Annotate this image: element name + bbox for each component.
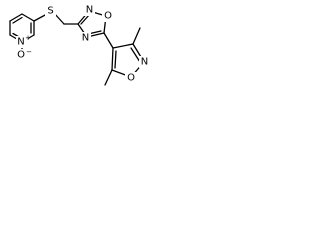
bond: [111, 47, 114, 71]
bond: [33, 13, 48, 22]
atom-charge-negative: −: [26, 48, 32, 56]
atom-oxadiazole-n-top: N: [86, 5, 93, 16]
bond: [9, 13, 23, 22]
atom-charge-positive: +: [25, 34, 31, 42]
chemical-structure-diagram: N + O − S N O N O N: [0, 0, 171, 94]
methyl-bond: [132, 27, 141, 45]
atom-thioether-s: S: [47, 6, 53, 17]
atom-pyridine-n: N: [17, 37, 24, 48]
methyl-bond: [104, 69, 113, 86]
double-bond-inner: [114, 50, 117, 69]
atom-oxadiazole-o: O: [104, 11, 112, 22]
bond: [21, 13, 35, 22]
atom-oxadiazole-n-left: N: [82, 33, 89, 44]
double-bond-inner: [12, 16, 23, 24]
atom-isoxazole-o: O: [127, 73, 135, 84]
atom-isoxazole-n: N: [141, 57, 148, 68]
molecule-drawing: N + O − S N O N O N: [9, 4, 150, 86]
bond: [103, 32, 114, 49]
bond: [112, 43, 134, 49]
atom-n-oxide-o: O: [17, 50, 25, 61]
double-bond-inner: [130, 47, 141, 63]
